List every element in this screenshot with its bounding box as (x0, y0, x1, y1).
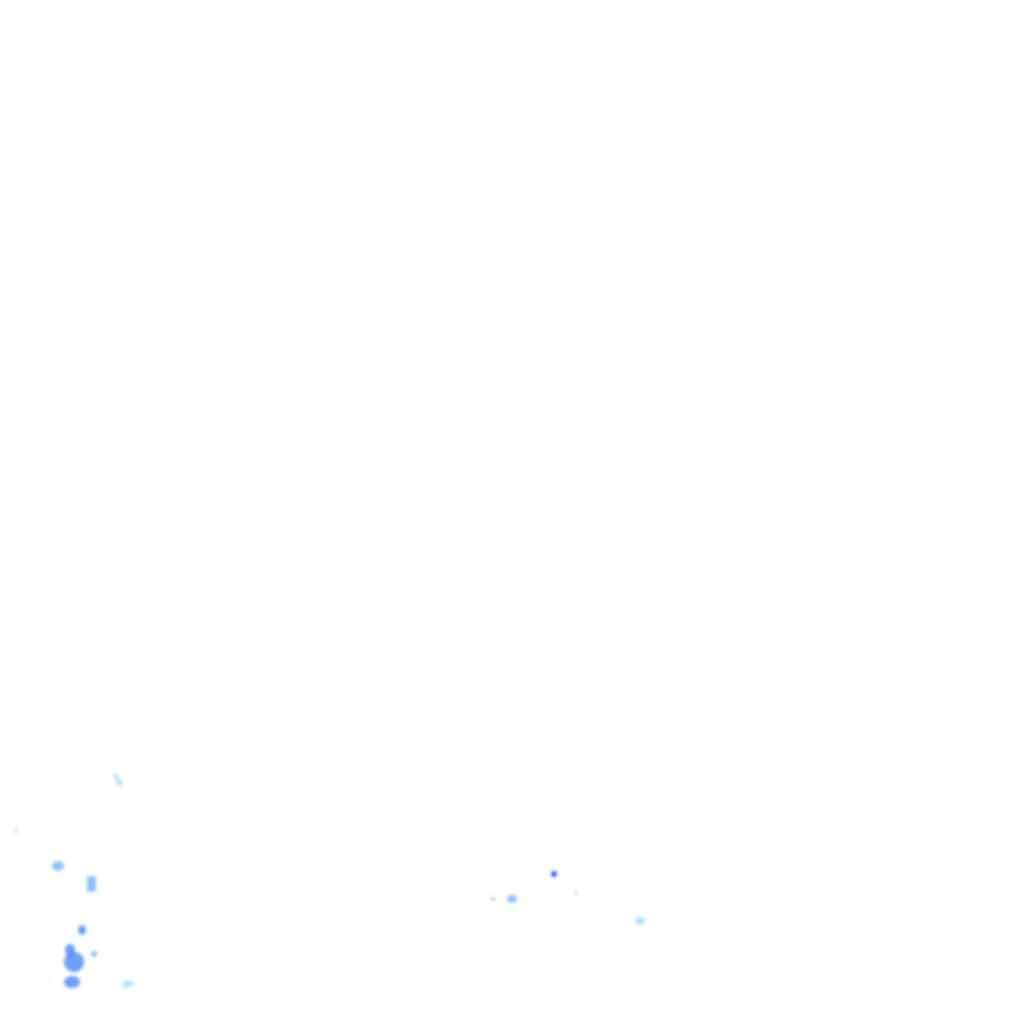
radar-echo-cell-a (113, 772, 123, 788)
radar-echo-cell-c (52, 861, 64, 871)
radar-echo-cell-j (507, 895, 517, 903)
radar-echo-blob (122, 980, 134, 988)
radar-echo-cell-h (91, 951, 97, 957)
radar-echo-blob (574, 891, 578, 895)
radar-echo-cell-l (490, 896, 496, 902)
radar-echo-blob (551, 871, 557, 877)
radar-echo-blob (635, 916, 645, 926)
radar-echo-cell-i (122, 980, 134, 988)
radar-echo-blob (87, 876, 96, 892)
radar-echo-cell-n (635, 916, 645, 926)
radar-echo-blob (14, 827, 18, 833)
radar-echo-cell-e (78, 925, 86, 935)
radar-echo-blob (113, 772, 123, 788)
radar-echo-blob (64, 952, 84, 972)
radar-echo-blob (78, 925, 86, 935)
radar-echo-blob (64, 976, 80, 988)
radar-echo-blob (91, 951, 97, 957)
radar-echo-cell-b (14, 827, 18, 833)
radar-echo-blob (507, 895, 517, 903)
echo-group (14, 772, 645, 988)
radar-echo-cell-f (64, 944, 84, 972)
radar-echo-cell-m (574, 891, 578, 895)
radar-echo-blob (65, 944, 75, 956)
radar-echo-cell-k (551, 871, 557, 877)
radar-echo-blob (490, 896, 496, 902)
radar-echo-cell-d (87, 876, 96, 892)
radar-echo-cell-g (64, 976, 80, 988)
radar-echo-blob (52, 861, 64, 871)
